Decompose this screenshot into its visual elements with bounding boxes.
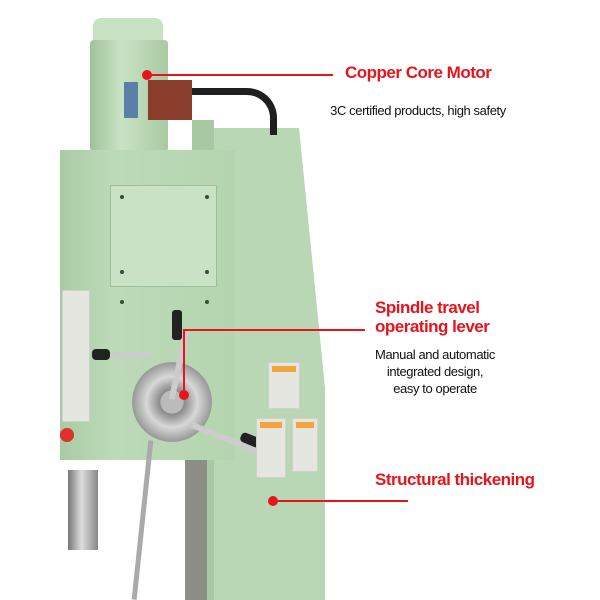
warning-plate-2 <box>256 418 286 478</box>
cable <box>180 88 277 135</box>
callout-lever-subtitle: Manual and automatic integrated design, … <box>360 346 510 397</box>
callout-motor-subtitle: 3C certified products, high safety <box>330 103 506 118</box>
structure-leader-line <box>273 500 408 502</box>
callout-lever-title: Spindle travel operating lever <box>375 298 490 336</box>
rod <box>131 440 154 600</box>
side-nameplate <box>62 290 90 422</box>
lever-marker-dot <box>179 390 189 400</box>
lever-knob <box>172 310 182 340</box>
head-panel <box>110 185 217 287</box>
terminal-box <box>148 80 192 120</box>
column-rail <box>185 460 207 600</box>
callout-lever-title-line: Spindle travel <box>375 298 480 317</box>
lever-leader-vertical <box>183 329 185 395</box>
lever-leader-horizontal <box>183 329 365 331</box>
motor-label <box>124 82 138 118</box>
motor-leader-line <box>147 74 333 76</box>
red-button <box>60 428 74 442</box>
spindle <box>68 470 98 550</box>
callout-lever-subtitle-line: integrated design, <box>386 364 484 379</box>
callout-structure-title: Structural thickening <box>375 470 535 489</box>
warning-plate-3 <box>292 418 318 472</box>
warning-plate-1 <box>268 362 300 409</box>
callout-lever-title-line: operating lever <box>375 317 490 336</box>
side-handle-knob <box>92 349 110 360</box>
callout-motor-title: Copper Core Motor <box>345 63 492 82</box>
side-handle <box>92 352 152 357</box>
callout-lever-subtitle-line: Manual and automatic <box>375 347 495 362</box>
callout-lever-subtitle-line: easy to operate <box>393 381 477 396</box>
